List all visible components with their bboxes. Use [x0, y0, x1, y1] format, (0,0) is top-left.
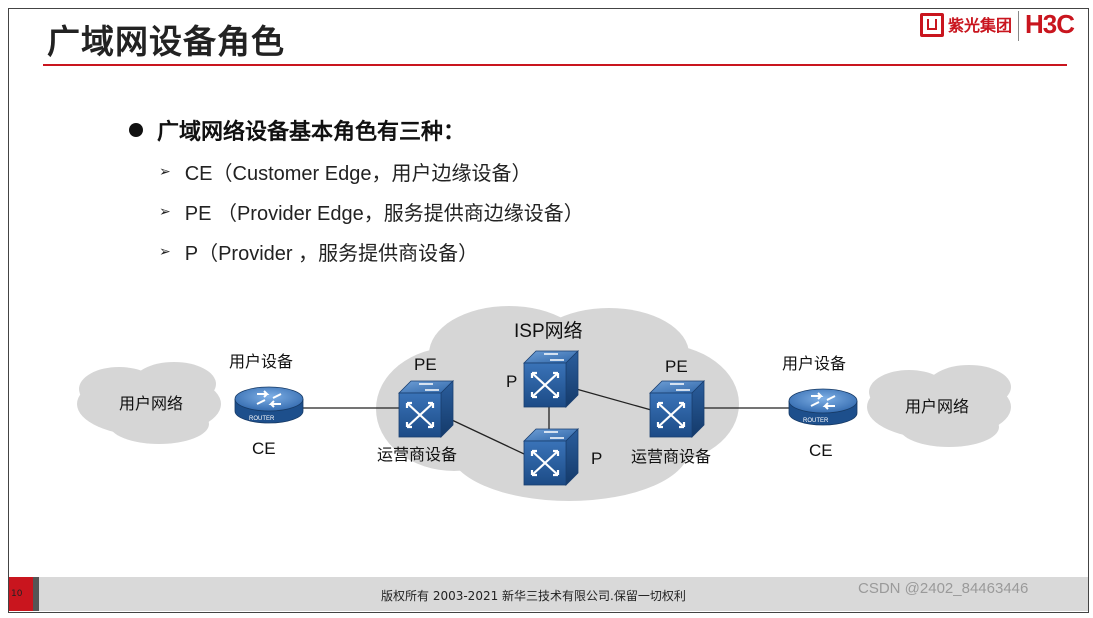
page-number: 10	[11, 589, 23, 599]
arrow-bullet-icon: ➢	[159, 203, 171, 219]
left-pe-label: PE	[414, 355, 437, 374]
network-diagram: ROUTER ROUTER ISP网络 用户网络 用户网络 用户设备 CE 用户…	[77, 306, 1011, 501]
footer-accent	[9, 577, 33, 611]
main-bullet-text: 广域网络设备基本角色有三种：	[157, 120, 466, 145]
left-ce-device-label: 用户设备	[229, 353, 293, 371]
sub-item-text: PE （Provider Edge，服务提供商边缘设备）	[184, 203, 584, 225]
p-bottom-label: P	[591, 449, 602, 468]
router-badge-right: ROUTER	[803, 418, 829, 424]
sub-item-text: P（Provider ，服务提供商设备）	[184, 243, 479, 265]
left-user-network-label: 用户网络	[119, 394, 183, 413]
arrow-bullet-icon: ➢	[159, 243, 171, 259]
right-pe-device-label: 运营商设备	[631, 448, 711, 466]
left-pe-device-label: 运营商设备	[377, 446, 457, 464]
p-top-label: P	[506, 372, 517, 391]
sub-item-pe: ➢ PE （Provider Edge，服务提供商边缘设备）	[159, 197, 584, 226]
right-ce-device-label: 用户设备	[782, 355, 846, 373]
brand-logo: 紫光集团 H3C	[919, 9, 1075, 47]
sub-item-text: CE（Customer Edge，用户边缘设备）	[184, 163, 532, 185]
sub-item-p: ➢ P（Provider ，服务提供商设备）	[159, 237, 478, 266]
title-divider	[43, 64, 1067, 66]
logo-separator	[1017, 11, 1019, 41]
left-user-cloud	[77, 362, 221, 444]
copyright-text: 版权所有 2003-2021 新华三技术有限公司.保留一切权利	[381, 589, 686, 603]
slide-title: 广域网设备角色	[47, 22, 285, 61]
logo-h3c-text: H3C	[1024, 9, 1075, 39]
router-badge-left: ROUTER	[249, 416, 275, 422]
unigroup-logo-icon	[919, 13, 944, 37]
right-user-network-label: 用户网络	[905, 397, 969, 416]
right-ce-label: CE	[809, 441, 833, 460]
isp-network-label: ISP网络	[514, 320, 583, 342]
sub-item-ce: ➢ CE（Customer Edge，用户边缘设备）	[159, 157, 531, 186]
right-user-cloud	[867, 365, 1011, 447]
p-switch-bottom-icon	[522, 427, 580, 487]
pe-switch-right-icon	[648, 379, 706, 439]
arrow-bullet-icon: ➢	[159, 163, 171, 179]
csdn-watermark: CSDN @2402_84463446	[858, 580, 1029, 597]
right-pe-label: PE	[665, 357, 688, 376]
pe-switch-left-icon	[397, 379, 455, 439]
main-bullet: 广域网络设备基本角色有三种：	[129, 114, 465, 146]
link-pe-p-lower	[436, 412, 540, 462]
logo-brand-text: 紫光集团	[947, 16, 1012, 35]
footer-bar: 10 版权所有 2003-2021 新华三技术有限公司.保留一切权利	[9, 577, 1088, 611]
footer-accent-dark	[33, 577, 39, 611]
slide: 广域网设备角色 紫光集团 H3C 广域网络设备基本角色有三种： ➢ CE（Cus…	[8, 8, 1089, 613]
bullet-dot-icon	[129, 123, 143, 137]
p-switch-top-icon	[522, 349, 580, 409]
left-ce-label: CE	[252, 439, 276, 458]
